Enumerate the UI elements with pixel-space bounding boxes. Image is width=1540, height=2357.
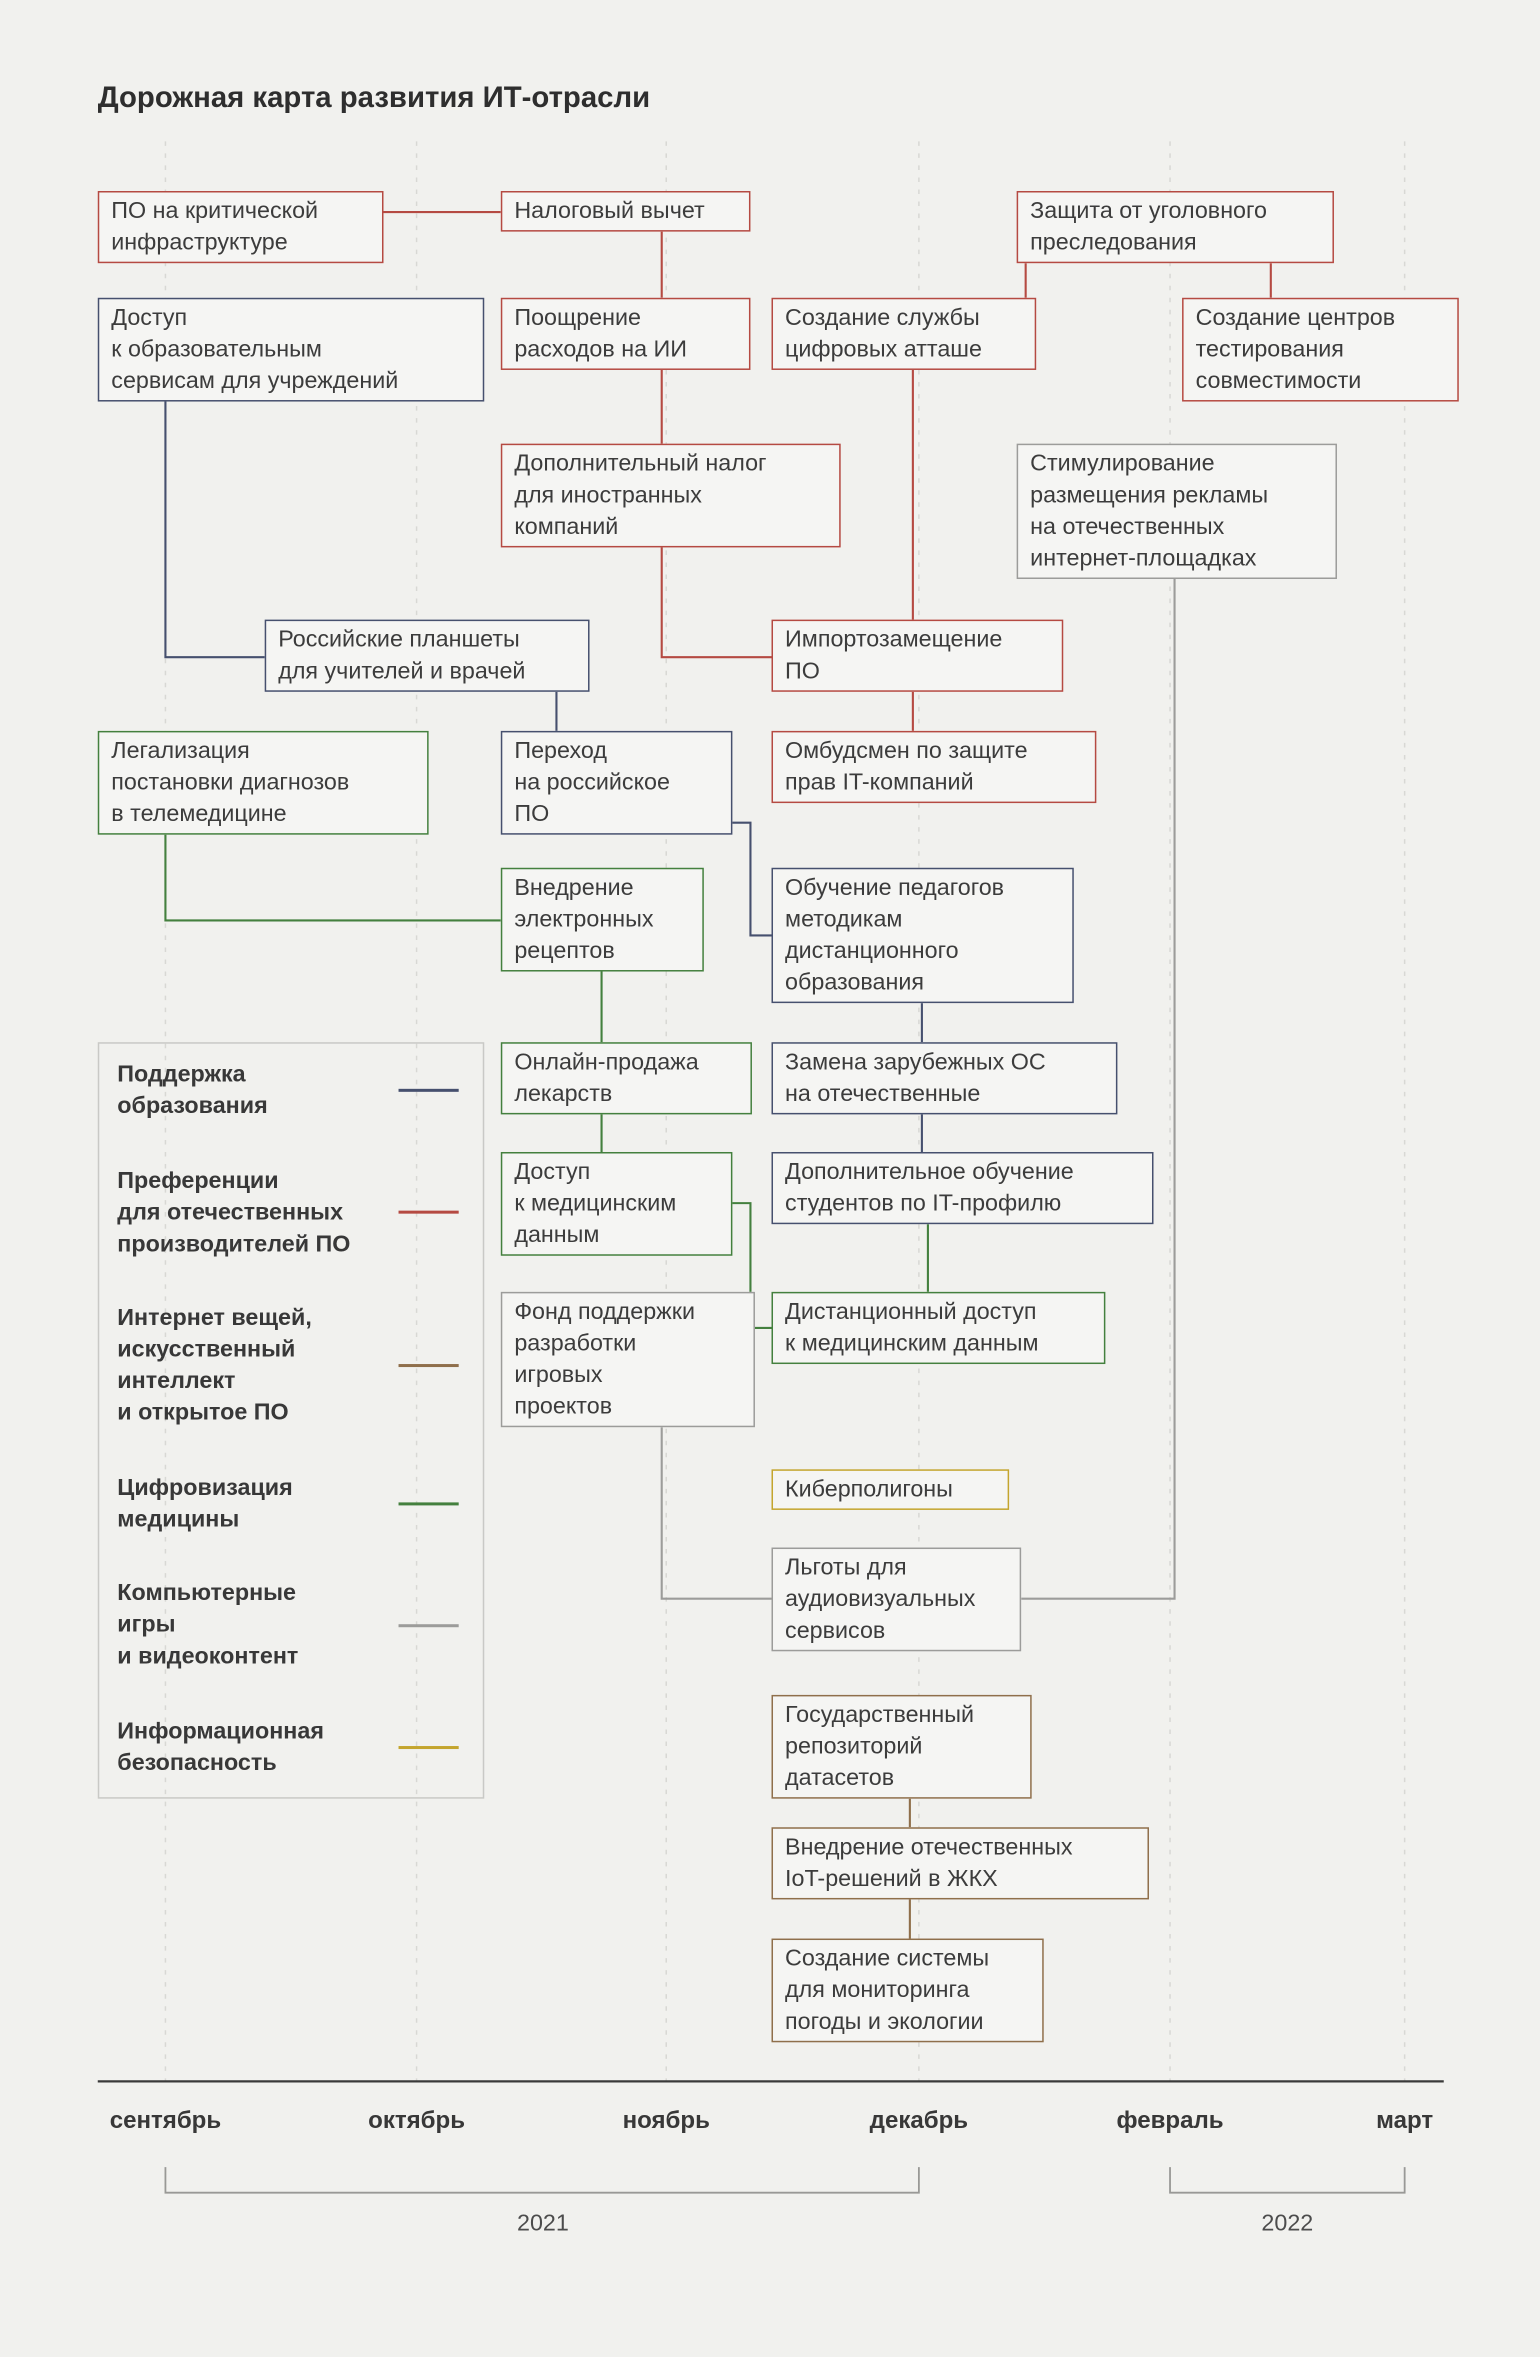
node-import-substitution: Импортозамещение ПО (771, 619, 1064, 692)
node-cyber-ranges: Киберполигоны (771, 1469, 1010, 1510)
timeline-month-november: ноябрь (622, 2108, 710, 2135)
legend-item-medicine: Цифровизация медицины (117, 1472, 459, 1535)
timeline-year-2022: 2022 (1261, 2210, 1314, 2237)
node-os-replacement: Замена зарубежных ОС на отечественные (771, 1042, 1118, 1115)
node-av-benefits: Льготы для аудиовизуальных сервисов (771, 1547, 1022, 1652)
legend-color-line-infosec (398, 1745, 459, 1749)
timeline-month-september: сентябрь (109, 2108, 222, 2135)
legend-color-line-medicine (398, 1502, 459, 1506)
page-title: Дорожная карта развития ИТ-отрасли (97, 81, 651, 115)
legend-label-iot-ai-open-source: Интернет вещей, искусственный интеллект … (117, 1305, 312, 1426)
node-iot-housing: Внедрение отечественных IoT-решений в ЖК… (771, 1827, 1149, 1900)
legend-color-line-education (398, 1088, 459, 1092)
legend-label-games-video: Компьютерные игры и видеоконтент (117, 1581, 299, 1670)
edge-telemed-e-prescriptions (164, 834, 501, 922)
node-compat-centers: Создание центров тестирования совместимо… (1182, 297, 1459, 402)
legend-item-games-video: Компьютерные игры и видеоконтент (117, 1578, 459, 1673)
connector-edges (164, 210, 1272, 1939)
edge-med-data-remote-med (732, 1202, 772, 1330)
node-remote-med-data: Дистанционный доступ к медицинским данны… (771, 1291, 1106, 1365)
year-bracket-2021 (164, 2167, 920, 2194)
node-datasets-repository: Государственный репозиторий датасетов (771, 1694, 1032, 1799)
year-bracket-2022 (1169, 2167, 1406, 2194)
timeline-month-december: декабрь (869, 2108, 969, 2135)
node-criminal-protection: Защита от уголовного преследования (1016, 190, 1334, 264)
node-weather-monitoring: Создание системы для мониторинга погоды … (771, 1938, 1044, 2043)
legend: Поддержка образования Преференции для от… (97, 1042, 485, 1799)
legend-color-line-software-preferences (398, 1210, 459, 1214)
node-ai-spending: Поощрение расходов на ИИ (500, 297, 751, 370)
node-critical-infrastructure: ПО на критической инфраструктуре (97, 190, 384, 264)
legend-label-infosec: Информационная безопасность (117, 1718, 324, 1777)
timeline-month-february: февраль (1116, 2108, 1224, 2135)
node-telemedicine-legalization: Легализация постановки диагнозов в телем… (97, 730, 429, 835)
edge-foreign-tax-import-subst (660, 547, 772, 659)
legend-label-education: Поддержка образования (117, 1061, 268, 1119)
edge-edu-services-ru-tablets (164, 401, 265, 659)
node-game-dev-fund: Фонд поддержки разработки игровых проект… (500, 1291, 755, 1428)
node-tax-deduction: Налоговый вычет (500, 190, 751, 232)
node-med-data-access: Доступ к медицинским данным (500, 1151, 733, 1256)
timeline-month-october: октябрь (368, 2108, 466, 2135)
node-ru-tablets: Российские планшеты для учителей и враче… (264, 619, 590, 692)
legend-item-infosec: Информационная безопасность (117, 1716, 459, 1779)
node-online-pharmacy: Онлайн-продажа лекарств (500, 1042, 752, 1115)
node-student-it-training: Дополнительное обучение студентов по IT-… (771, 1151, 1154, 1225)
legend-label-medicine: Цифровизация медицины (117, 1475, 293, 1533)
node-e-prescriptions: Внедрение электронных рецептов (500, 867, 704, 972)
edge-ad-stimulus-av-benefits (1021, 579, 1176, 1600)
legend-label-software-preferences: Преференции для отечественных производит… (117, 1167, 351, 1257)
node-it-ombudsman: Омбудсмен по защите прав IT-компаний (771, 730, 1097, 804)
year-brackets (164, 2167, 1406, 2194)
edge-game-fund-av-benefits (660, 1427, 772, 1600)
node-digital-attache: Создание службы цифровых атташе (771, 297, 1037, 370)
legend-item-iot-ai-open-source: Интернет вещей, искусственный интеллект … (117, 1303, 459, 1429)
node-ad-stimulus: Стимулирование размещения рекламы на оте… (1016, 443, 1337, 580)
node-edu-services: Доступ к образовательным сервисам для уч… (97, 297, 485, 402)
legend-item-education: Поддержка образования (117, 1059, 459, 1122)
legend-color-line-iot-ai-open-source (398, 1364, 459, 1368)
legend-color-line-games-video (398, 1624, 459, 1628)
node-teacher-training: Обучение педагогов методикам дистанционн… (771, 867, 1074, 1004)
timeline-month-march: март (1376, 2108, 1434, 2135)
node-foreign-tax: Дополнительный налог для иностранных ком… (500, 443, 841, 548)
node-russian-software-transition: Переход на российское ПО (500, 730, 733, 835)
legend-item-software-preferences: Преференции для отечественных производит… (117, 1165, 459, 1260)
edge-ru-software-teacher-training (732, 821, 772, 937)
timeline-year-2021: 2021 (516, 2210, 569, 2237)
